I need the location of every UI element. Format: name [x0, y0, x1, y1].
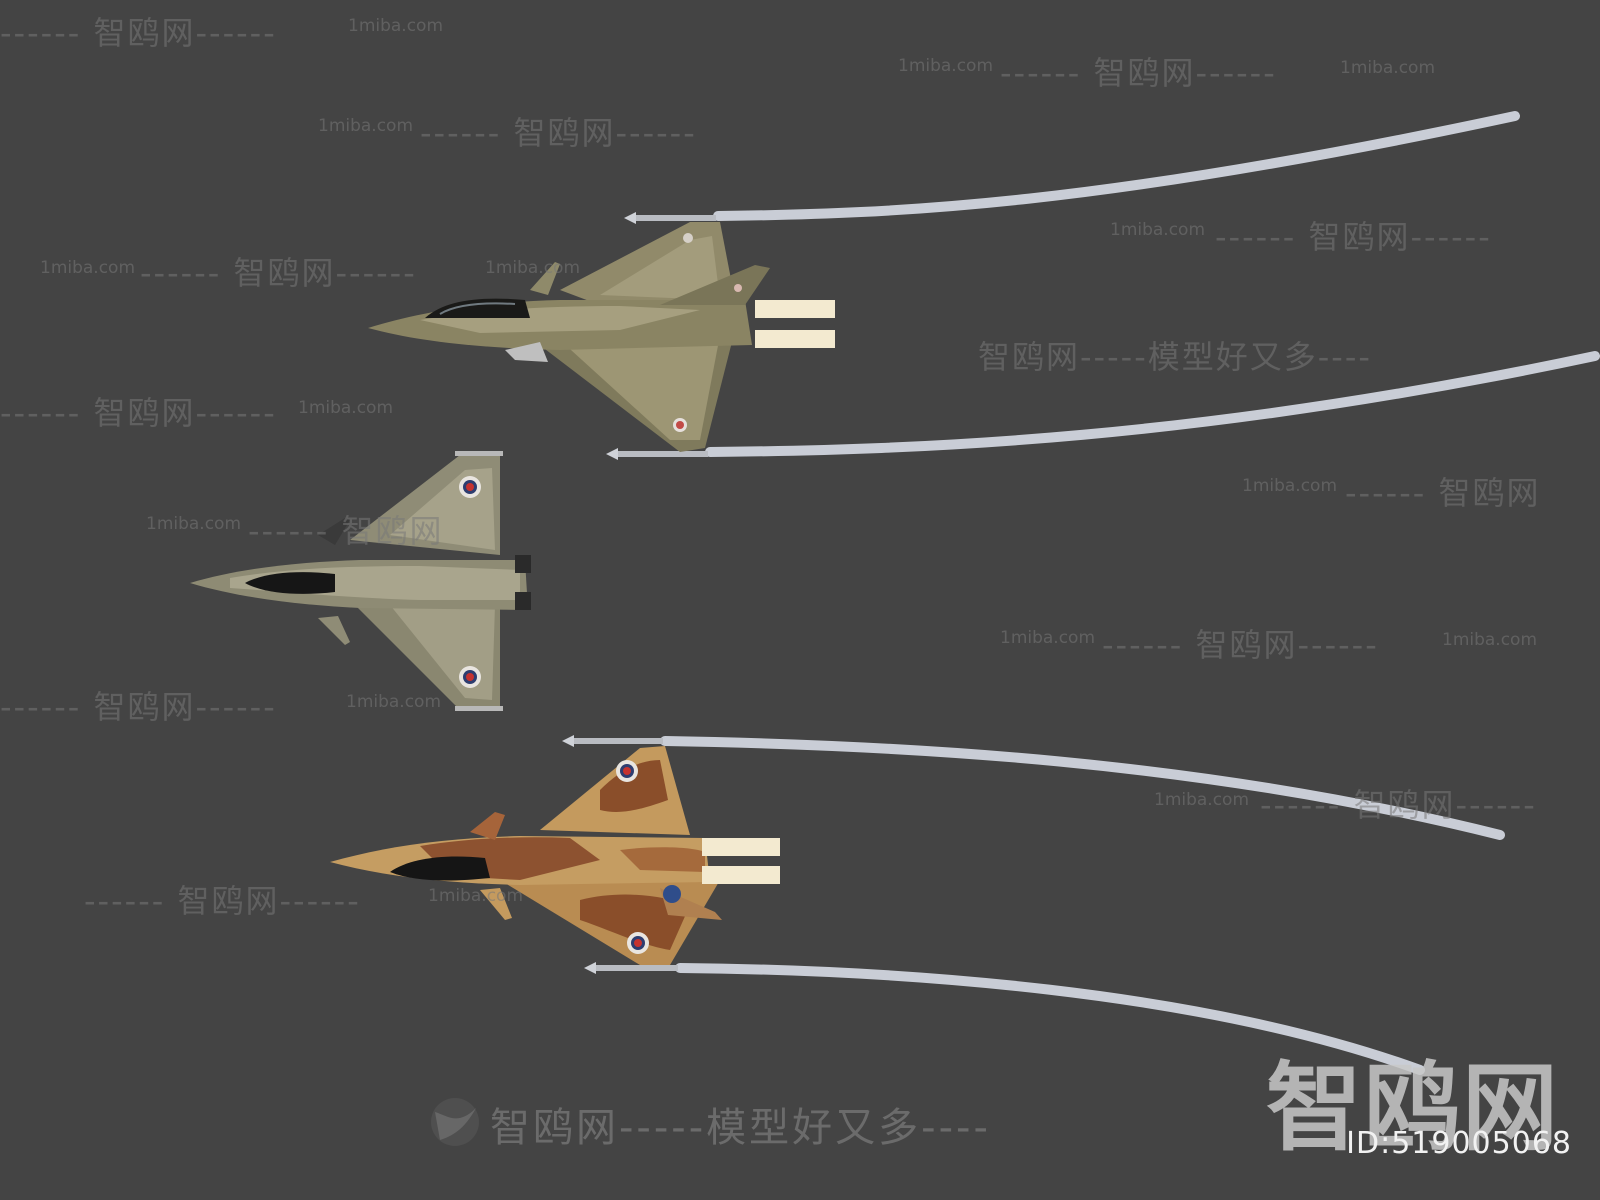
- watermark-slogan-bottom: 智鸥网-----模型好又多----: [490, 1105, 991, 1151]
- watermark-url: 1miba.com: [348, 16, 444, 36]
- watermark-text: ------ 智鸥网------: [1215, 218, 1492, 256]
- watermark-text: ------ 智鸥网: [1345, 474, 1541, 512]
- missile-trail-2: [606, 351, 1600, 460]
- missile-trail-3: [562, 735, 1505, 840]
- jet-desert-camo: [330, 746, 780, 965]
- brand-logo-text: 智鸥网: [1266, 1052, 1560, 1164]
- watermark-text: ------ 智鸥网------: [1000, 54, 1277, 92]
- watermark-url: 1miba.com: [298, 398, 394, 418]
- watermark-url: 1miba.com: [1000, 628, 1096, 648]
- watermark-text: ------ 智鸥网------: [0, 688, 277, 726]
- watermark-text: ------ 智鸥网------: [1260, 786, 1537, 824]
- watermark-url: 1miba.com: [346, 692, 442, 712]
- watermark-text: ------ 智鸥网------: [420, 114, 697, 152]
- watermark-text: ------ 智鸥网: [248, 512, 444, 550]
- watermark-url: 1miba.com: [1154, 790, 1250, 810]
- watermark-text: ------ 智鸥网------: [0, 394, 277, 432]
- bird-logo-icon: [431, 1098, 479, 1146]
- watermark-url: 1miba.com: [40, 258, 136, 278]
- watermark-url: 1miba.com: [428, 886, 524, 906]
- watermark-url: 1miba.com: [1242, 476, 1338, 496]
- watermark-text: ------ 智鸥网------: [84, 882, 361, 920]
- watermark-url: 1miba.com: [146, 514, 242, 534]
- watermark-url: 1miba.com: [485, 258, 581, 278]
- watermark-url: 1miba.com: [318, 116, 414, 136]
- missile-trail-1: [624, 111, 1520, 224]
- watermark-text: ------ 智鸥网------: [140, 254, 417, 292]
- image-id-label: ID:519005068: [1346, 1126, 1572, 1161]
- jet-green-camo: [368, 222, 835, 452]
- watermark-slogan: 智鸥网-----模型好又多----: [978, 338, 1372, 376]
- watermark-url: 1miba.com: [1340, 58, 1436, 78]
- missile-trail-4: [584, 962, 1425, 1075]
- watermark-url: 1miba.com: [1442, 630, 1538, 650]
- watermark-url: 1miba.com: [898, 56, 994, 76]
- watermark-text: ------ 智鸥网------: [0, 14, 277, 52]
- watermark-url: 1miba.com: [1110, 220, 1206, 240]
- watermark-text: ------ 智鸥网------: [1102, 626, 1379, 664]
- jet-grey-camo-top: [190, 451, 531, 711]
